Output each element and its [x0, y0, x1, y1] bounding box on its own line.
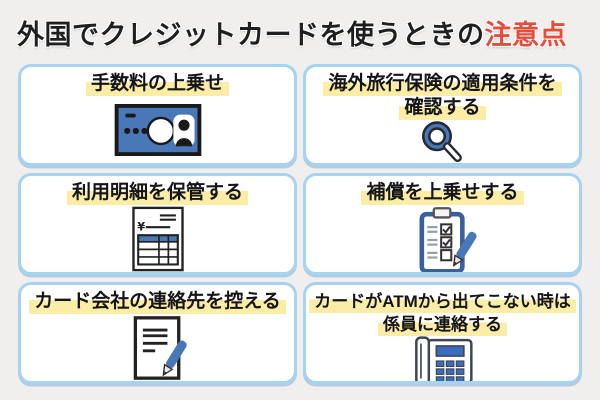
- card-title-line: 海外旅行保険の適用条件を: [323, 72, 562, 96]
- page-title: 外国でクレジットカードを使うときの注意点: [17, 13, 587, 52]
- card-title: カードがATMから出てこない時は 係員に連絡する: [309, 290, 576, 336]
- card-company-contact: カード会社の連絡先を控える: [18, 282, 297, 384]
- card-title-line: カードがATMから出てこない時は: [309, 290, 576, 313]
- card-title-line: 利用明細を保管する: [66, 181, 248, 205]
- page-title-main: 外国でクレジットカードを使うときの: [17, 20, 485, 50]
- card-title-line: 係員に連絡する: [378, 313, 507, 336]
- checklist-pen-icon: [419, 207, 477, 272]
- card-add-compensation: 補償を上乗せする: [303, 173, 582, 275]
- money-bill-icon: [114, 103, 201, 156]
- telephone-icon: [414, 336, 473, 381]
- svg-text:¥: ¥: [137, 220, 145, 233]
- card-title: カード会社の連絡先を控える: [29, 290, 286, 314]
- card-title-line: カード会社の連絡先を控える: [29, 290, 286, 314]
- card-title: 手数料の上乗せ: [85, 72, 229, 96]
- card-atm-stuck: カードがATMから出てこない時は 係員に連絡する: [303, 282, 582, 384]
- card-insurance-conditions: 海外旅行保険の適用条件を 確認する: [303, 64, 582, 166]
- card-keep-statements: 利用明細を保管する ¥: [18, 173, 297, 275]
- card-title: 補償を上乗せする: [361, 181, 524, 205]
- card-title-line: 確認する: [399, 96, 486, 120]
- card-fee-markup: 手数料の上乗せ: [18, 64, 297, 166]
- page-title-accent: 注意点: [484, 20, 567, 50]
- document-pen-icon: [133, 315, 187, 380]
- card-grid: 手数料の上乗せ 海外旅行保険の適用条件を 確認: [18, 64, 582, 384]
- card-title-line: 手数料の上乗せ: [85, 72, 229, 96]
- card-title: 海外旅行保険の適用条件を 確認する: [323, 72, 562, 120]
- magnifier-icon: [421, 121, 462, 162]
- card-title-line: 補償を上乗せする: [361, 181, 524, 205]
- receipt-icon: ¥: [131, 206, 184, 271]
- card-title: 利用明細を保管する: [66, 181, 248, 205]
